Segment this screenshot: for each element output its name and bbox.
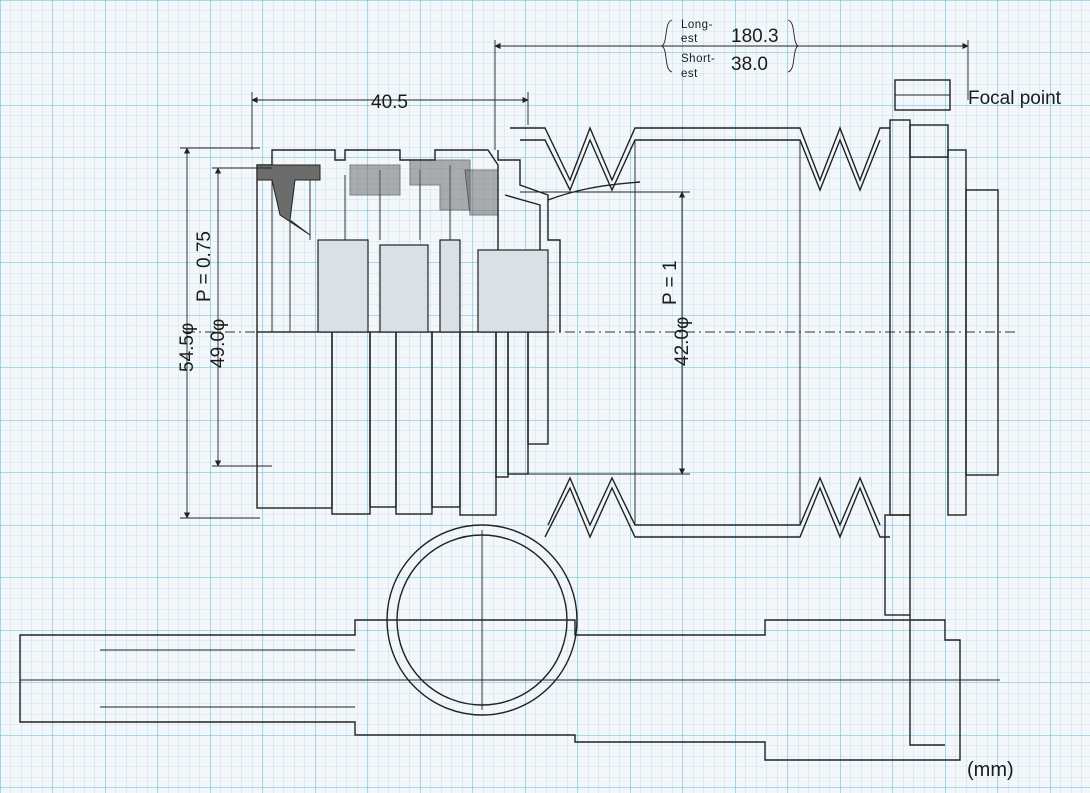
- dimension-42-0-dia: 42.0φ: [672, 317, 693, 366]
- rear-standard: [884, 79, 999, 616]
- shortest-value: 38.0: [731, 54, 768, 75]
- shortest-label-line2: est: [681, 68, 698, 80]
- shortest-label-line1: Short-: [681, 53, 715, 65]
- dimension-54-5-dia: 54.5φ: [177, 323, 198, 372]
- focusing-rail: [19, 524, 1000, 761]
- pitch-1-label: P = 1: [660, 260, 681, 305]
- bellows: [510, 126, 890, 539]
- longest-label-line1: Long-: [681, 19, 713, 31]
- dimension-49-0-dia: 49.0φ: [208, 319, 229, 368]
- longest-value: 180.3: [731, 26, 779, 47]
- unit-label: (mm): [967, 759, 1014, 781]
- longest-label-line2: est: [681, 33, 698, 45]
- focal-point-label: Focal point: [968, 88, 1062, 109]
- pitch-0-75-label: P = 0.75: [194, 231, 215, 302]
- dimension-40-5: 40.5: [371, 92, 408, 113]
- lens-barrel-cross-section: [256, 149, 561, 333]
- dimension-lines: [180, 19, 969, 519]
